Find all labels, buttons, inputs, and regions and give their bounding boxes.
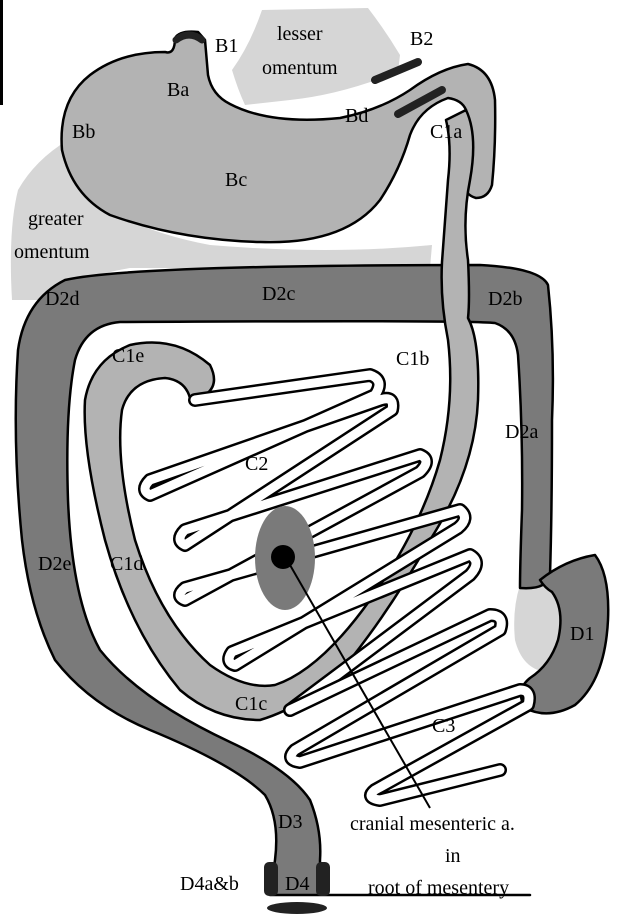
label-c2: C2 — [245, 453, 268, 475]
label-ba: Ba — [167, 79, 189, 101]
label-bb: Bb — [72, 121, 95, 143]
label-c3: C3 — [432, 715, 455, 737]
label-artery-2: in — [445, 845, 461, 867]
label-c1e: C1e — [112, 345, 144, 367]
ring-d4-right — [316, 862, 330, 896]
label-artery-1: cranial mesenteric a. — [350, 813, 515, 835]
label-b2: B2 — [410, 28, 433, 50]
label-c1c: C1c — [235, 693, 267, 715]
label-d4: D4 — [285, 873, 309, 895]
label-lesser-omentum-1: lesser — [277, 23, 323, 45]
label-d2e: D2e — [38, 553, 71, 575]
left-border-bar — [0, 0, 3, 105]
label-lesser-omentum-2: omentum — [262, 57, 338, 79]
ring-d4-left — [264, 862, 278, 896]
label-c1d: C1d — [110, 553, 143, 575]
label-greater-omentum-1: greater — [28, 208, 84, 230]
label-bc: Bc — [225, 169, 247, 191]
label-d2b: D2b — [488, 288, 522, 310]
label-greater-omentum-2: omentum — [14, 241, 90, 263]
label-d1: D1 — [570, 623, 594, 645]
label-b1: B1 — [215, 35, 238, 57]
label-d4ab: D4a&b — [180, 873, 239, 895]
label-artery-3: root of mesentery — [368, 877, 509, 899]
label-d2a: D2a — [505, 421, 538, 443]
label-c1a: C1a — [430, 121, 462, 143]
label-d2c: D2c — [262, 283, 295, 305]
label-d2d: D2d — [45, 288, 79, 310]
cranial-mesenteric-artery — [271, 545, 295, 569]
ring-d4-bottom — [267, 902, 327, 914]
label-d3: D3 — [278, 811, 302, 833]
label-bd: Bd — [345, 105, 368, 127]
label-c1b: C1b — [396, 348, 429, 370]
